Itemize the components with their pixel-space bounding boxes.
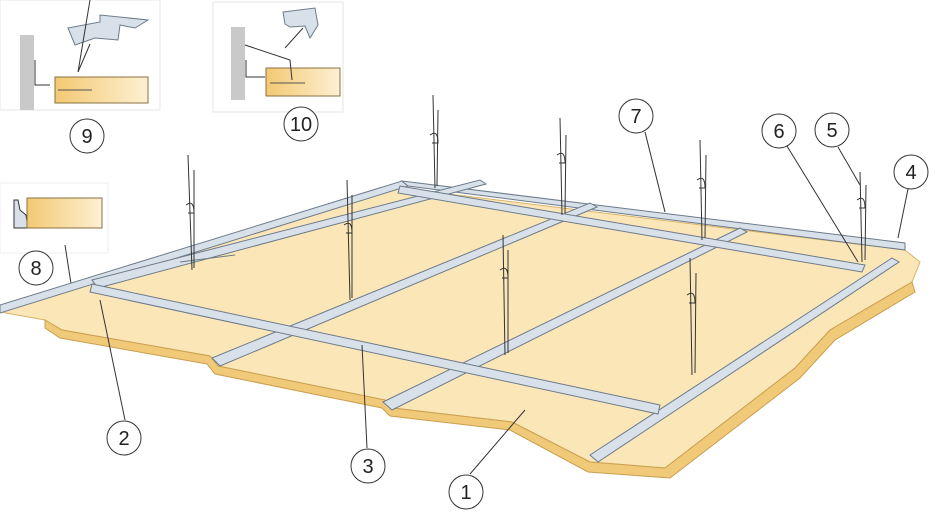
board-edge-front	[44, 281, 916, 479]
leader-lines	[99, 131, 909, 475]
svg-text:3: 3	[362, 456, 373, 478]
clip-part	[282, 7, 319, 40]
hangers	[185, 94, 867, 376]
callout-2: 2	[106, 420, 142, 456]
cross-tees	[89, 185, 866, 415]
callout-9: 9	[69, 118, 105, 154]
callout-3: 3	[350, 448, 386, 484]
svg-text:7: 7	[630, 106, 641, 128]
svg-text:4: 4	[905, 162, 916, 184]
svg-text:10: 10	[290, 114, 312, 136]
callout-1: 1	[448, 474, 484, 510]
svg-text:2: 2	[118, 428, 129, 450]
svg-text:6: 6	[773, 121, 784, 143]
svg-text:1: 1	[460, 482, 471, 504]
detail-9-wall-clip	[0, 0, 161, 111]
main-runners	[91, 179, 900, 463]
callout-8: 8	[18, 250, 54, 286]
wall-section	[20, 35, 34, 110]
detail-8-edge-profile	[0, 182, 109, 291]
ceiling-board-section	[265, 67, 341, 97]
callout-6: 6	[761, 113, 797, 149]
wall-section	[231, 27, 245, 100]
svg-text:8: 8	[30, 258, 41, 280]
detail-10-wall-clip	[212, 1, 344, 113]
callout-7: 7	[618, 98, 654, 134]
callout-5: 5	[814, 112, 850, 148]
svg-text:9: 9	[81, 126, 92, 148]
clip-part	[67, 14, 150, 46]
callout-4: 4	[893, 154, 929, 190]
svg-text:5: 5	[826, 120, 837, 142]
callout-10: 10	[283, 106, 319, 142]
